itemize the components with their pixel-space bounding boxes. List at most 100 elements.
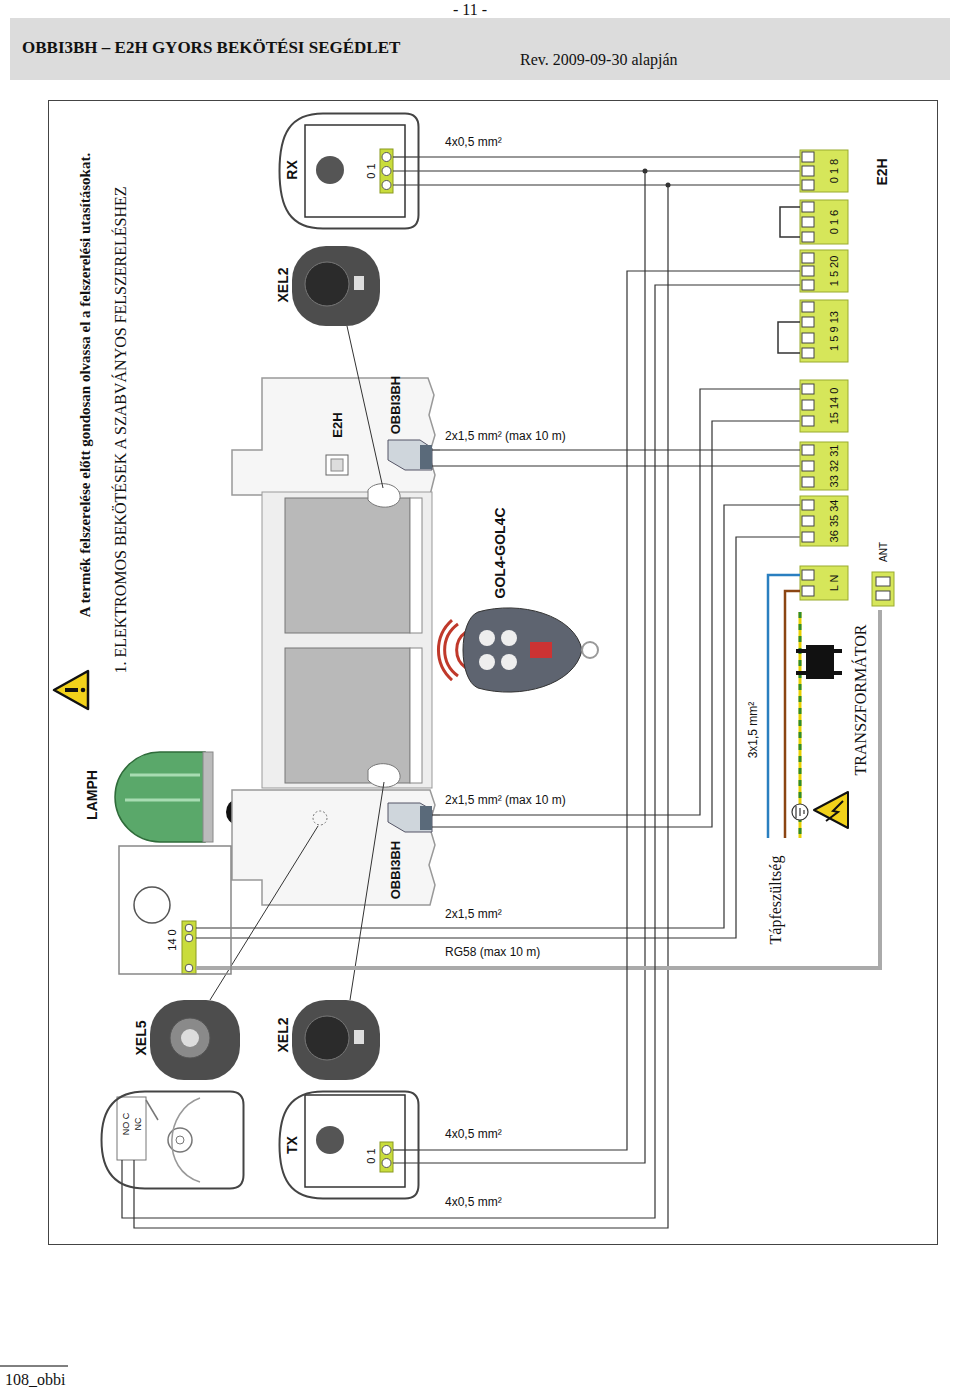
- terminal-screw: [802, 348, 814, 358]
- terminal-strip: [380, 1142, 393, 1172]
- terminal-screw: [802, 500, 814, 510]
- lamp-highlight: [130, 774, 200, 777]
- cable-spec: 3x1,5 mm²: [747, 702, 761, 759]
- photocell-picture: [150, 1000, 240, 1080]
- photocell-position: [313, 811, 327, 825]
- coax-cable: [196, 966, 232, 970]
- power-label: Tápfeszültség: [767, 856, 785, 945]
- earth-symbol: [799, 808, 800, 816]
- terminal-number: 0 1: [365, 163, 378, 178]
- gate-panel: [285, 498, 410, 633]
- wire: [432, 449, 440, 450]
- box-outline: [119, 846, 231, 974]
- terminal-number: 33 32 31: [828, 445, 841, 488]
- earth-symbol: [792, 804, 808, 820]
- gate-post: [410, 498, 422, 633]
- transmitter-button: [316, 1126, 344, 1154]
- hazard-triangle: [814, 792, 848, 828]
- terminal-screw: [185, 934, 193, 942]
- control-box-icon: [326, 455, 348, 475]
- wire: [432, 465, 800, 466]
- remote-ring: [582, 642, 598, 658]
- terminal-block: [800, 566, 848, 600]
- terminal-block: [800, 300, 848, 362]
- remote-logo: [530, 642, 552, 658]
- device-label: E2H: [874, 158, 890, 185]
- wire-junction: [666, 183, 671, 188]
- key-cylinder: [176, 1136, 184, 1144]
- photocell-lens: [305, 1016, 349, 1060]
- housing-outline: [280, 1092, 419, 1199]
- terminal-number: 0 1 8: [828, 159, 841, 183]
- photocell-lens: [305, 262, 349, 306]
- terminal-block: [800, 200, 848, 244]
- page-number: - 11 -: [453, 1, 487, 19]
- device-label: TRANSZFORMÁTOR: [852, 625, 870, 776]
- terminal-block: [800, 442, 848, 490]
- housing-outline: [280, 114, 419, 229]
- wire: [393, 171, 645, 1163]
- wire-connector: [122, 285, 800, 1218]
- neutral-wire: [768, 575, 800, 838]
- warning-note: A termék felszerelése előtt gondosan olv…: [77, 153, 94, 617]
- terminal-number: ANT: [878, 542, 890, 562]
- pillar-outline: [232, 378, 435, 495]
- terminal-screw: [382, 153, 391, 162]
- remote-button: [501, 630, 517, 646]
- earth-symbol: [803, 810, 804, 814]
- terminal-screw: [802, 232, 814, 242]
- coax-cable: [232, 610, 880, 968]
- terminal-block: [800, 150, 848, 192]
- lightning-bolt: [826, 801, 843, 821]
- device-outline: [118, 845, 232, 975]
- motor-icon: [388, 803, 432, 832]
- terminal-screw: [802, 253, 814, 263]
- terminal-screw: [802, 152, 814, 162]
- lamp-terminal-box: LAMPH14 0: [118, 845, 232, 975]
- motor-connector: [420, 445, 432, 469]
- wire-connector: [420, 156, 800, 157]
- motor-connector: [420, 806, 432, 830]
- cable-spec: 4x0,5 mm²: [443, 1196, 504, 1210]
- device-outline: [100, 1090, 245, 1190]
- signal-arc: [445, 624, 458, 676]
- key-switch: NO CNC: [100, 1090, 245, 1190]
- remote-body: [463, 608, 582, 692]
- terminal-number: 1 5 20: [828, 256, 841, 287]
- wire-junction: [643, 169, 648, 174]
- contact-label: NO C: [121, 1113, 131, 1136]
- terminal-screw: [876, 577, 890, 586]
- terminal-screw: [802, 302, 814, 312]
- leader-line: [347, 326, 383, 488]
- photocell-lens: [170, 1018, 210, 1058]
- terminal-number: 14 0: [166, 929, 179, 950]
- cable-spec: RG58 (max 10 m): [443, 946, 542, 960]
- device-label: E2H: [331, 412, 346, 437]
- cable-spec: 2x1,5 mm²: [443, 908, 504, 922]
- wire: [393, 156, 420, 157]
- photocell-position: [368, 484, 400, 507]
- terminal-screw: [802, 384, 814, 394]
- wire-connector: [420, 271, 800, 1150]
- wire-connector: [440, 389, 800, 815]
- wire: [393, 1149, 420, 1150]
- wire: [196, 927, 232, 928]
- section-heading: 1. ELEKTROMOS BEKÖTÉSEK A SZABVÁNYOS FEL…: [112, 186, 130, 673]
- terminal-screw: [185, 964, 193, 972]
- antenna-terminal: [872, 572, 894, 606]
- wire-connector: [232, 505, 800, 928]
- gate-frame: [262, 492, 432, 788]
- page-title: OBBI3BH – E2H GYORS BEKÖTÉSI SEGÉDLET: [22, 38, 400, 58]
- header-band: [10, 18, 950, 80]
- remote-button: [479, 654, 495, 670]
- terminal-screw: [382, 167, 391, 176]
- cable-spec: 2x1,5 mm² (max 10 m): [443, 794, 568, 808]
- terminal-screw: [802, 400, 814, 410]
- terminal-screw: [802, 570, 814, 580]
- footer-rule: [0, 1366, 68, 1367]
- receiver-board: [305, 125, 405, 217]
- terminal-strip: [380, 149, 393, 193]
- terminal-number: 0 1: [365, 1148, 378, 1163]
